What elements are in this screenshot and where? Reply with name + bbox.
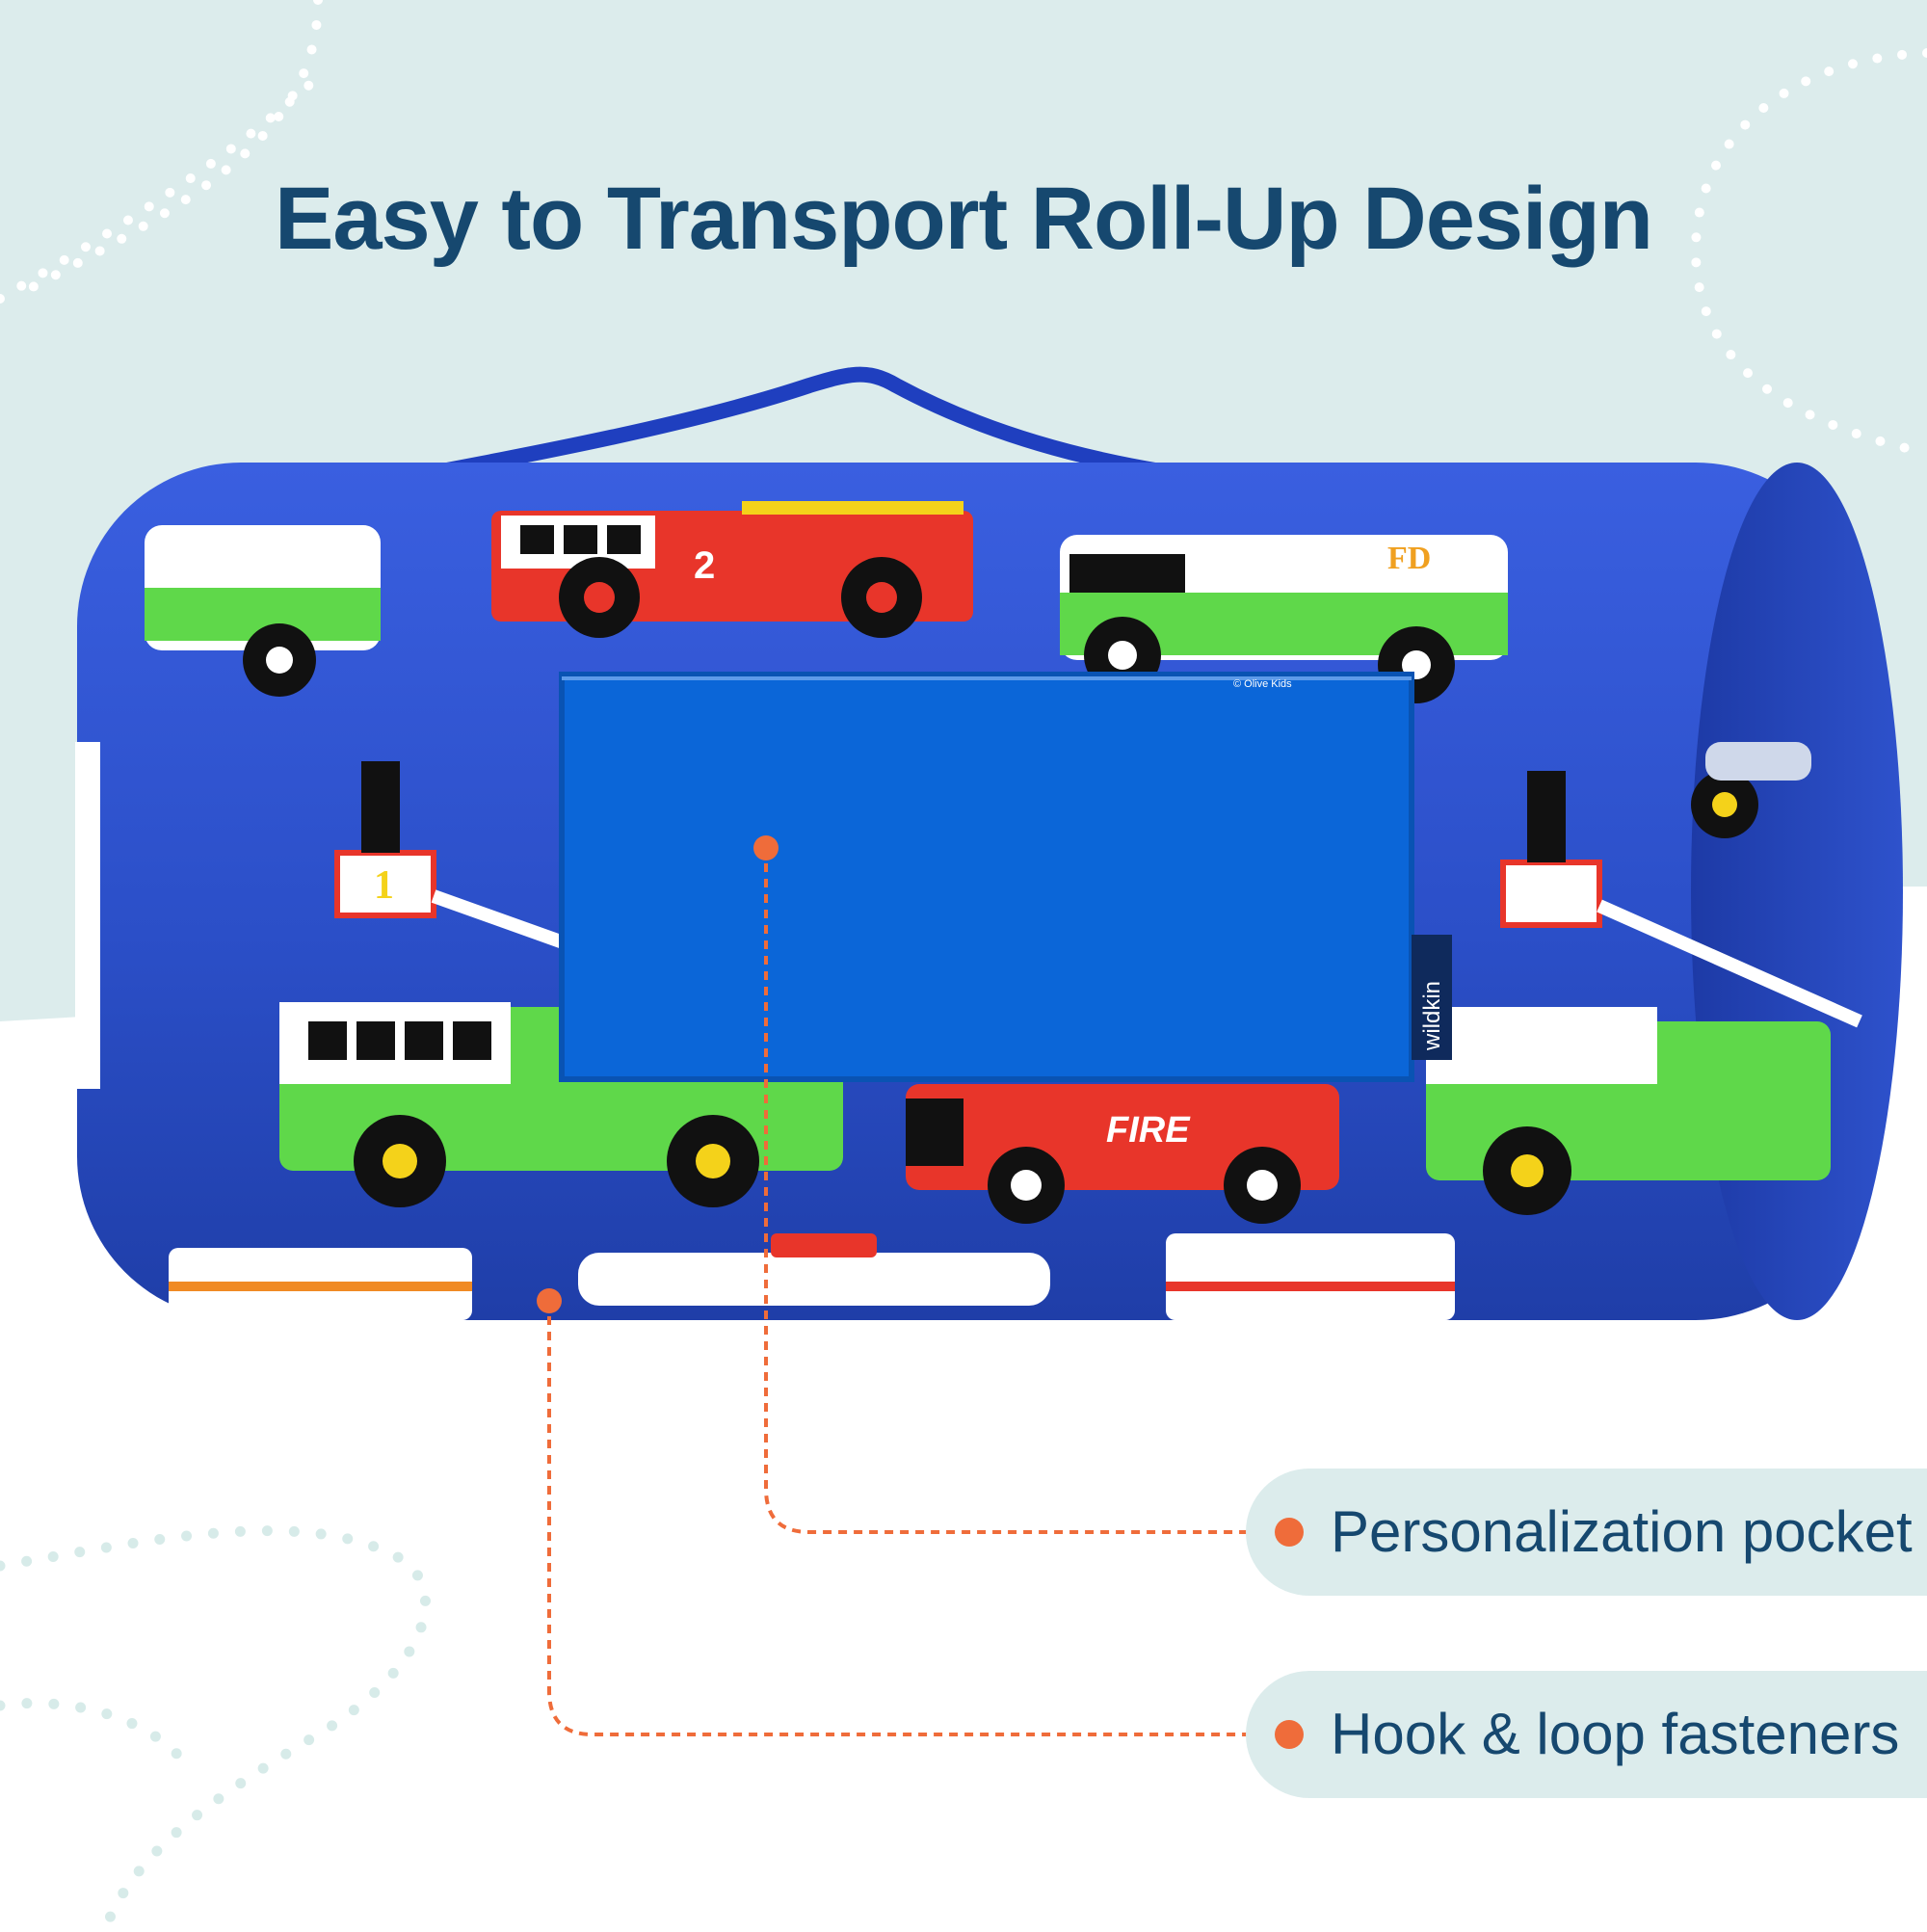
- vehicle-fire-engine-2: [491, 501, 973, 638]
- care-label: [75, 742, 100, 1089]
- callout-connectors: [547, 848, 1289, 1736]
- fastener-marker-dot: [537, 1288, 562, 1313]
- brand-tag-label: wildkin: [1419, 981, 1445, 1051]
- dotted-arcs-bottom: [0, 1525, 432, 1932]
- firefighter-on-ladder-right: [1500, 771, 1862, 1028]
- vehicle-police-car: [578, 1233, 1050, 1306]
- personalization-pocket: [559, 672, 1414, 1082]
- fd-label: FD: [1387, 541, 1431, 576]
- firefighter-on-ladder-left: [334, 761, 571, 951]
- rolled-nap-mat: 2 FD 1: [75, 463, 1903, 1320]
- vehicle-fd-ambulance-right: [1060, 535, 1508, 703]
- truck-number-label: 2: [694, 544, 715, 587]
- callout-personalization-pocket: Personalization pocket: [1246, 1469, 1927, 1596]
- callout-bullet-icon: [1275, 1720, 1304, 1749]
- callout-label-personalization-pocket: Personalization pocket: [1331, 1499, 1913, 1564]
- dotted-arcs-top: [0, 0, 1927, 458]
- firefighter-number-label: 1: [374, 863, 394, 908]
- vehicle-red-fire-truck: [906, 1084, 1339, 1224]
- vehicle-ambulance-bottom-right: [1166, 1233, 1455, 1320]
- vehicle-motorcycle: [1691, 742, 1811, 838]
- callout-bullet-icon: [1275, 1518, 1304, 1547]
- pocket-marker-dot: [753, 835, 779, 860]
- vehicle-ambulance-bottom-left: [169, 1248, 472, 1320]
- mat-roll-end: [1691, 463, 1903, 1320]
- vehicle-green-fire-truck-right: [1426, 1007, 1831, 1215]
- vehicle-ambulance-top-left: [145, 525, 381, 697]
- callout-label-hook-loop-fasteners: Hook & loop fasteners: [1331, 1702, 1900, 1766]
- copyright-label: © Olive Kids: [1233, 678, 1292, 690]
- callout-hook-loop-fasteners: Hook & loop fasteners: [1246, 1671, 1927, 1798]
- fire-label: FIRE: [1106, 1110, 1191, 1151]
- headline: Easy to Transport Roll-Up Design: [275, 170, 1653, 268]
- brand-tag: [1412, 935, 1452, 1060]
